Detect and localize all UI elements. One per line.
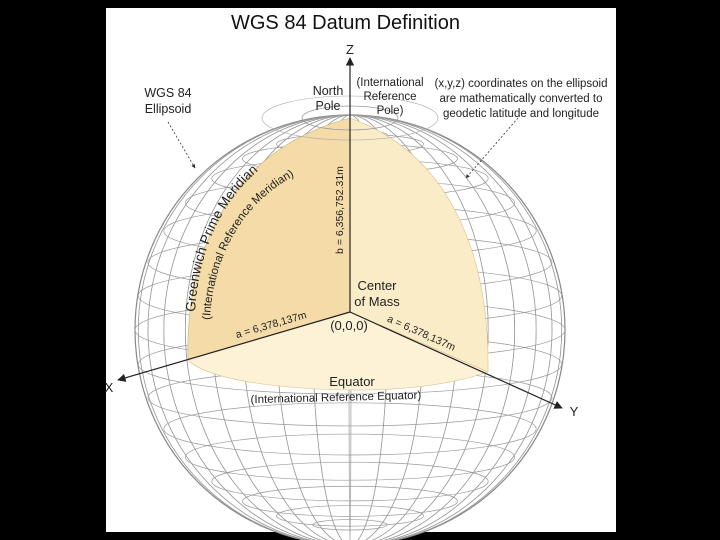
ellipsoid-pointer <box>167 121 196 169</box>
reference-pole-line2: Reference <box>363 91 416 103</box>
longitude-line <box>137 115 563 540</box>
z-axis-label: Z <box>346 42 354 57</box>
page-title: WGS 84 Datum Definition <box>231 12 460 34</box>
latitude-line <box>163 402 537 456</box>
latitude-line <box>242 485 458 517</box>
longitude-line <box>163 115 537 540</box>
coordinates-note-line2: are mathematically converted to <box>440 93 603 105</box>
y-axis-label: Y <box>570 404 579 419</box>
ellipsoid-label-line2: Ellipsoid <box>145 102 192 116</box>
longitude-line <box>147 115 553 540</box>
latitude-line <box>276 505 424 527</box>
y-axis <box>349 311 563 409</box>
latitude-line <box>211 461 489 502</box>
ellipsoid-quadrant <box>349 117 489 373</box>
meridian-wedge <box>187 117 351 361</box>
origin-label: (0,0,0) <box>330 318 368 333</box>
north-pole-label-line1: North <box>313 84 344 98</box>
north-pole-label-line2: Pole <box>315 99 340 113</box>
reference-pole-line3: Pole) <box>377 105 404 117</box>
equator-label: Equator <box>329 374 375 389</box>
center-of-mass-line2: of Mass <box>354 294 400 309</box>
coordinates-pointer <box>465 117 519 179</box>
coordinates-note-line3: geodetic latitude and longitude <box>443 108 599 120</box>
x-axis-label: X <box>105 380 114 395</box>
reference-equator-label: (International Reference Equator) <box>250 390 421 406</box>
reference-pole-line1: (International <box>356 77 423 89</box>
latitude-line <box>184 433 516 481</box>
coordinates-note-line1: (x,y,z) coordinates on the ellipsoid <box>434 78 607 90</box>
semi-minor-axis-label: b = 6,356,752.31m <box>334 166 346 254</box>
center-of-mass-line1: Center <box>357 278 397 293</box>
equator-wedge <box>187 311 489 391</box>
ellipsoid-label-line1: WGS 84 <box>144 86 191 100</box>
x-axis <box>117 311 351 382</box>
longitude-line <box>184 115 516 540</box>
